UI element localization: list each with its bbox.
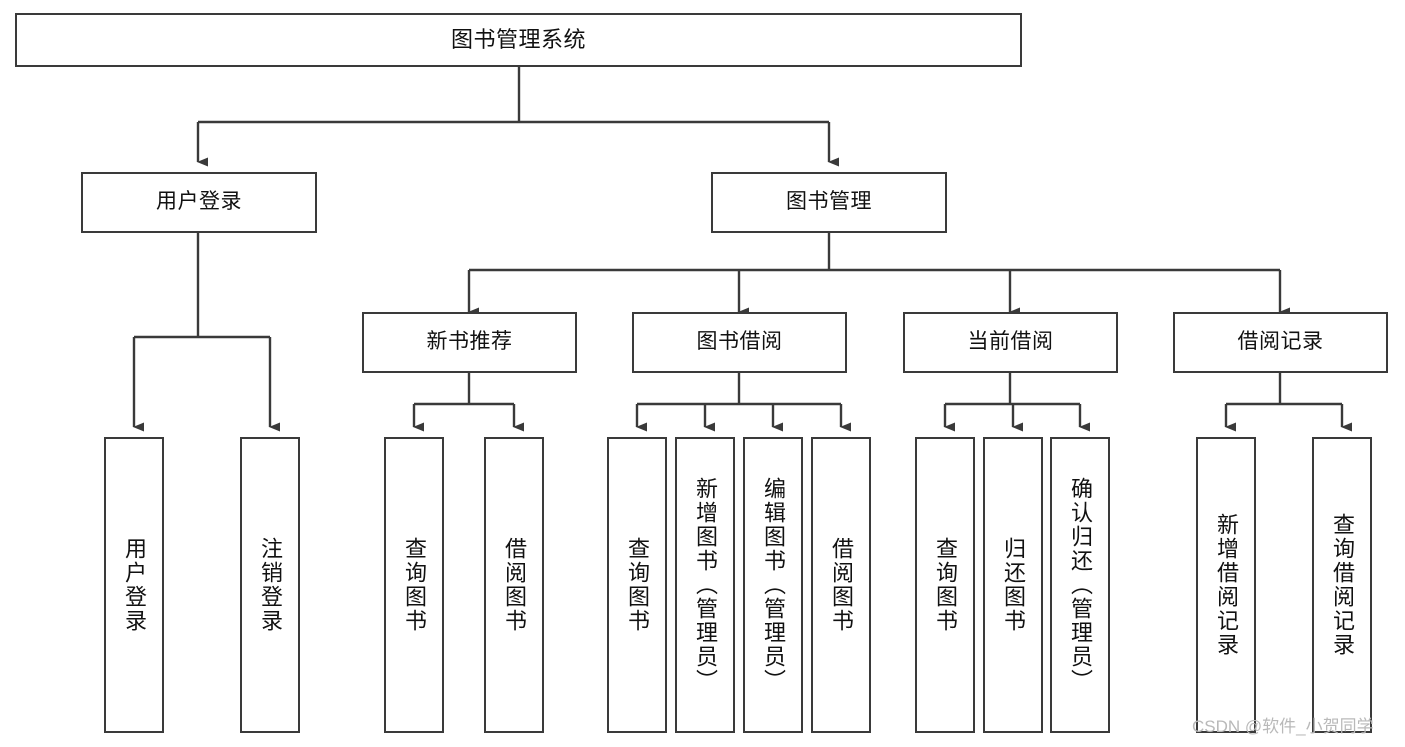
- node-leaf-query-record[interactable]: 查询借阅记录: [1312, 437, 1372, 733]
- node-leaf-borrow-book-2[interactable]: 借阅图书: [811, 437, 871, 733]
- node-new-book-recommend-label: 新书推荐: [426, 330, 513, 354]
- node-leaf-return-book[interactable]: 归还图书: [983, 437, 1043, 733]
- node-book-borrow[interactable]: 图书借阅: [632, 312, 847, 373]
- node-book-manage[interactable]: 图书管理: [711, 172, 947, 233]
- node-root[interactable]: 图书管理系统: [15, 13, 1022, 67]
- node-leaf-confirm-return-label: 确认归还（管理员）: [1068, 477, 1093, 693]
- node-leaf-query-book-1[interactable]: 查询图书: [384, 437, 444, 733]
- node-user-login[interactable]: 用户登录: [81, 172, 317, 233]
- node-leaf-return-book-label: 归还图书: [1001, 537, 1026, 633]
- node-leaf-add-book-label: 新增图书（管理员）: [693, 477, 718, 693]
- node-leaf-user-logout-label: 注销登录: [258, 537, 283, 633]
- node-leaf-add-record[interactable]: 新增借阅记录: [1196, 437, 1256, 733]
- node-leaf-query-book-2[interactable]: 查询图书: [607, 437, 667, 733]
- node-book-borrow-label: 图书借阅: [696, 330, 783, 354]
- node-leaf-edit-book[interactable]: 编辑图书（管理员）: [743, 437, 803, 733]
- node-leaf-query-book-3-label: 查询图书: [933, 537, 958, 633]
- node-new-book-recommend[interactable]: 新书推荐: [362, 312, 577, 373]
- node-leaf-borrow-book-1[interactable]: 借阅图书: [484, 437, 544, 733]
- node-leaf-borrow-book-2-label: 借阅图书: [829, 537, 854, 633]
- node-current-borrow[interactable]: 当前借阅: [903, 312, 1118, 373]
- node-borrow-record[interactable]: 借阅记录: [1173, 312, 1388, 373]
- node-leaf-query-book-2-label: 查询图书: [625, 537, 650, 633]
- node-leaf-confirm-return[interactable]: 确认归还（管理员）: [1050, 437, 1110, 733]
- node-leaf-user-login-label: 用户登录: [122, 537, 147, 633]
- node-leaf-query-book-1-label: 查询图书: [402, 537, 427, 633]
- node-root-label: 图书管理系统: [450, 27, 586, 53]
- node-leaf-add-book[interactable]: 新增图书（管理员）: [675, 437, 735, 733]
- node-leaf-borrow-book-1-label: 借阅图书: [502, 537, 527, 633]
- node-leaf-user-logout[interactable]: 注销登录: [240, 437, 300, 733]
- node-current-borrow-label: 当前借阅: [967, 330, 1054, 354]
- node-leaf-query-record-label: 查询借阅记录: [1330, 513, 1355, 657]
- node-book-manage-label: 图书管理: [786, 190, 872, 214]
- node-leaf-user-login[interactable]: 用户登录: [104, 437, 164, 733]
- node-leaf-edit-book-label: 编辑图书（管理员）: [761, 477, 786, 693]
- node-user-login-label: 用户登录: [156, 190, 242, 214]
- node-leaf-query-book-3[interactable]: 查询图书: [915, 437, 975, 733]
- node-leaf-add-record-label: 新增借阅记录: [1214, 513, 1239, 657]
- node-borrow-record-label: 借阅记录: [1237, 330, 1324, 354]
